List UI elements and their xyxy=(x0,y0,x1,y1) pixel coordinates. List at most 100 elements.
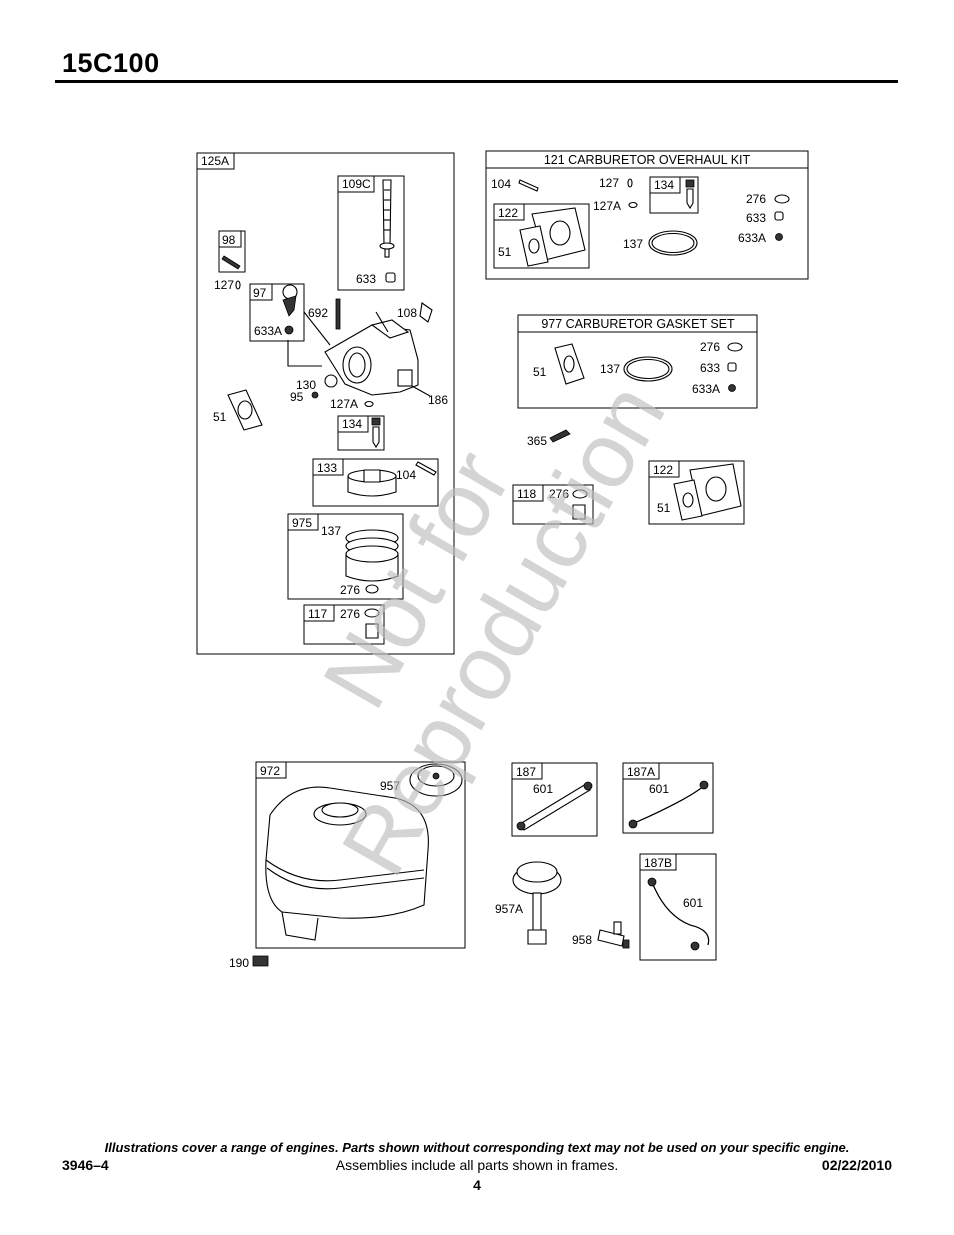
part-127-label: 127 xyxy=(599,176,619,190)
frame-98: 98 xyxy=(218,230,246,273)
spacer-icon xyxy=(673,463,742,521)
frame-118: 118 276 xyxy=(512,484,594,525)
gasket-set-frame: 977 CARBURETOR GASKET SET 51 137 276 633… xyxy=(517,314,758,409)
frame-117: 117 276 xyxy=(303,604,385,645)
bolt-icon xyxy=(365,623,379,639)
part-276-label: 276 xyxy=(340,607,360,621)
frame-label-187: 187 xyxy=(516,765,536,779)
fuel-tank-icon xyxy=(265,786,429,941)
nut-icon xyxy=(774,211,784,221)
fuel-cap-icon xyxy=(409,763,463,797)
part-190-label: 190 xyxy=(229,956,249,970)
float-needle-icon xyxy=(379,179,395,258)
assemblies-note: Assemblies include all parts shown in fr… xyxy=(335,1157,619,1173)
frame-label-109C: 109C xyxy=(342,177,371,191)
washer-icon xyxy=(728,384,736,392)
part-51-label: 51 xyxy=(213,410,227,424)
washer-icon xyxy=(774,194,790,204)
part-51-label: 51 xyxy=(533,365,547,379)
washer-icon xyxy=(572,489,588,499)
valve-icon xyxy=(282,284,298,317)
screw-icon xyxy=(221,255,241,270)
part-692-label: 692 xyxy=(308,306,328,320)
gasket-51-icon xyxy=(227,389,263,431)
bolt-icon xyxy=(252,955,269,967)
gasket-set-title: 977 CARBURETOR GASKET SET xyxy=(541,317,735,331)
part-633-label: 633 xyxy=(356,272,376,286)
doc-date: 02/22/2010 xyxy=(821,1157,892,1173)
stud-icon xyxy=(335,298,341,330)
part-104-label: 104 xyxy=(491,177,511,191)
frame-label-972: 972 xyxy=(260,764,280,778)
frame-label-98: 98 xyxy=(222,233,236,247)
nut-icon xyxy=(727,362,737,372)
frame-187A: 187A 601 xyxy=(622,762,714,834)
frame-label-134: 134 xyxy=(342,417,362,431)
part-601-label: 601 xyxy=(683,896,703,910)
washer-icon xyxy=(364,608,380,618)
part-276-label: 276 xyxy=(340,583,360,597)
frame-97: 97 633A xyxy=(249,283,305,342)
o-ring-icon xyxy=(648,230,698,256)
part-633A-label: 633A xyxy=(738,231,766,245)
washer-icon xyxy=(775,233,783,241)
o-ring-icon xyxy=(628,201,638,209)
frame-187: 187 601 xyxy=(511,762,598,837)
frame-label-187B: 187B xyxy=(644,856,672,870)
part-957-label: 957 xyxy=(380,779,400,793)
page-number: 4 xyxy=(473,1177,481,1193)
pin-icon xyxy=(235,280,241,290)
part-633-label: 633 xyxy=(746,211,766,225)
frame-label-122: 122 xyxy=(498,206,518,220)
part-127-label: 127 xyxy=(214,278,234,292)
gasket-icon xyxy=(554,343,585,385)
doc-number: 3946–4 xyxy=(62,1157,109,1173)
part-95-label: 95 xyxy=(290,390,304,404)
fuel-fitting-icon xyxy=(371,417,381,449)
bowl-icon xyxy=(345,529,399,582)
frame-122: 122 51 xyxy=(648,460,745,525)
part-601-label: 601 xyxy=(533,782,553,796)
screw-small-icon xyxy=(311,391,319,399)
frame-972: 972 957 xyxy=(255,761,466,949)
washer-icon xyxy=(365,584,379,594)
header-rule xyxy=(55,80,898,83)
nut-icon xyxy=(385,272,396,283)
o-ring-icon xyxy=(623,356,673,382)
frame-label-975: 975 xyxy=(292,516,312,530)
frame-label-118: 118 xyxy=(517,487,536,501)
frame-label-134: 134 xyxy=(654,178,674,192)
o-ring-icon xyxy=(364,400,374,408)
pin-icon xyxy=(518,179,539,192)
overhaul-kit-frame: 121 CARBURETOR OVERHAUL KIT 104 127 127A… xyxy=(485,150,809,280)
part-51-label: 51 xyxy=(657,501,671,515)
frame-125A: 125A xyxy=(196,152,455,655)
part-127A-label: 127A xyxy=(593,199,621,213)
part-137-label: 137 xyxy=(321,524,341,538)
page-title: 15C100 xyxy=(62,48,160,78)
part-633A-label: 633A xyxy=(254,324,282,338)
part-137-label: 137 xyxy=(600,362,620,376)
part-130-label: 130 xyxy=(296,378,316,392)
frame-label-133: 133 xyxy=(317,461,337,475)
part-276-label: 276 xyxy=(746,192,766,206)
frame-134-left: 134 xyxy=(337,415,385,451)
fuel-fitting-icon xyxy=(685,179,695,188)
frame-label-97: 97 xyxy=(253,286,267,300)
screw-icon xyxy=(549,429,571,443)
gasket-icon xyxy=(324,374,338,388)
frame-label-117: 117 xyxy=(308,607,327,621)
washer-icon xyxy=(284,325,294,335)
frame-187B: 187B 601 xyxy=(639,853,717,961)
washer-icon xyxy=(727,342,743,352)
pin-icon xyxy=(627,178,633,188)
fuel-line-icon xyxy=(647,877,710,951)
overhaul-kit-title: 121 CARBURETOR OVERHAUL KIT xyxy=(544,153,751,167)
part-127A-label: 127A xyxy=(330,397,358,411)
part-108-label: 108 xyxy=(397,306,417,320)
leader-line xyxy=(375,311,389,333)
frame-133: 133 104 xyxy=(312,458,439,507)
part-186-label: 186 xyxy=(428,393,448,407)
fuel-cap-gauge-icon xyxy=(512,861,562,945)
part-51-label: 51 xyxy=(498,245,512,259)
